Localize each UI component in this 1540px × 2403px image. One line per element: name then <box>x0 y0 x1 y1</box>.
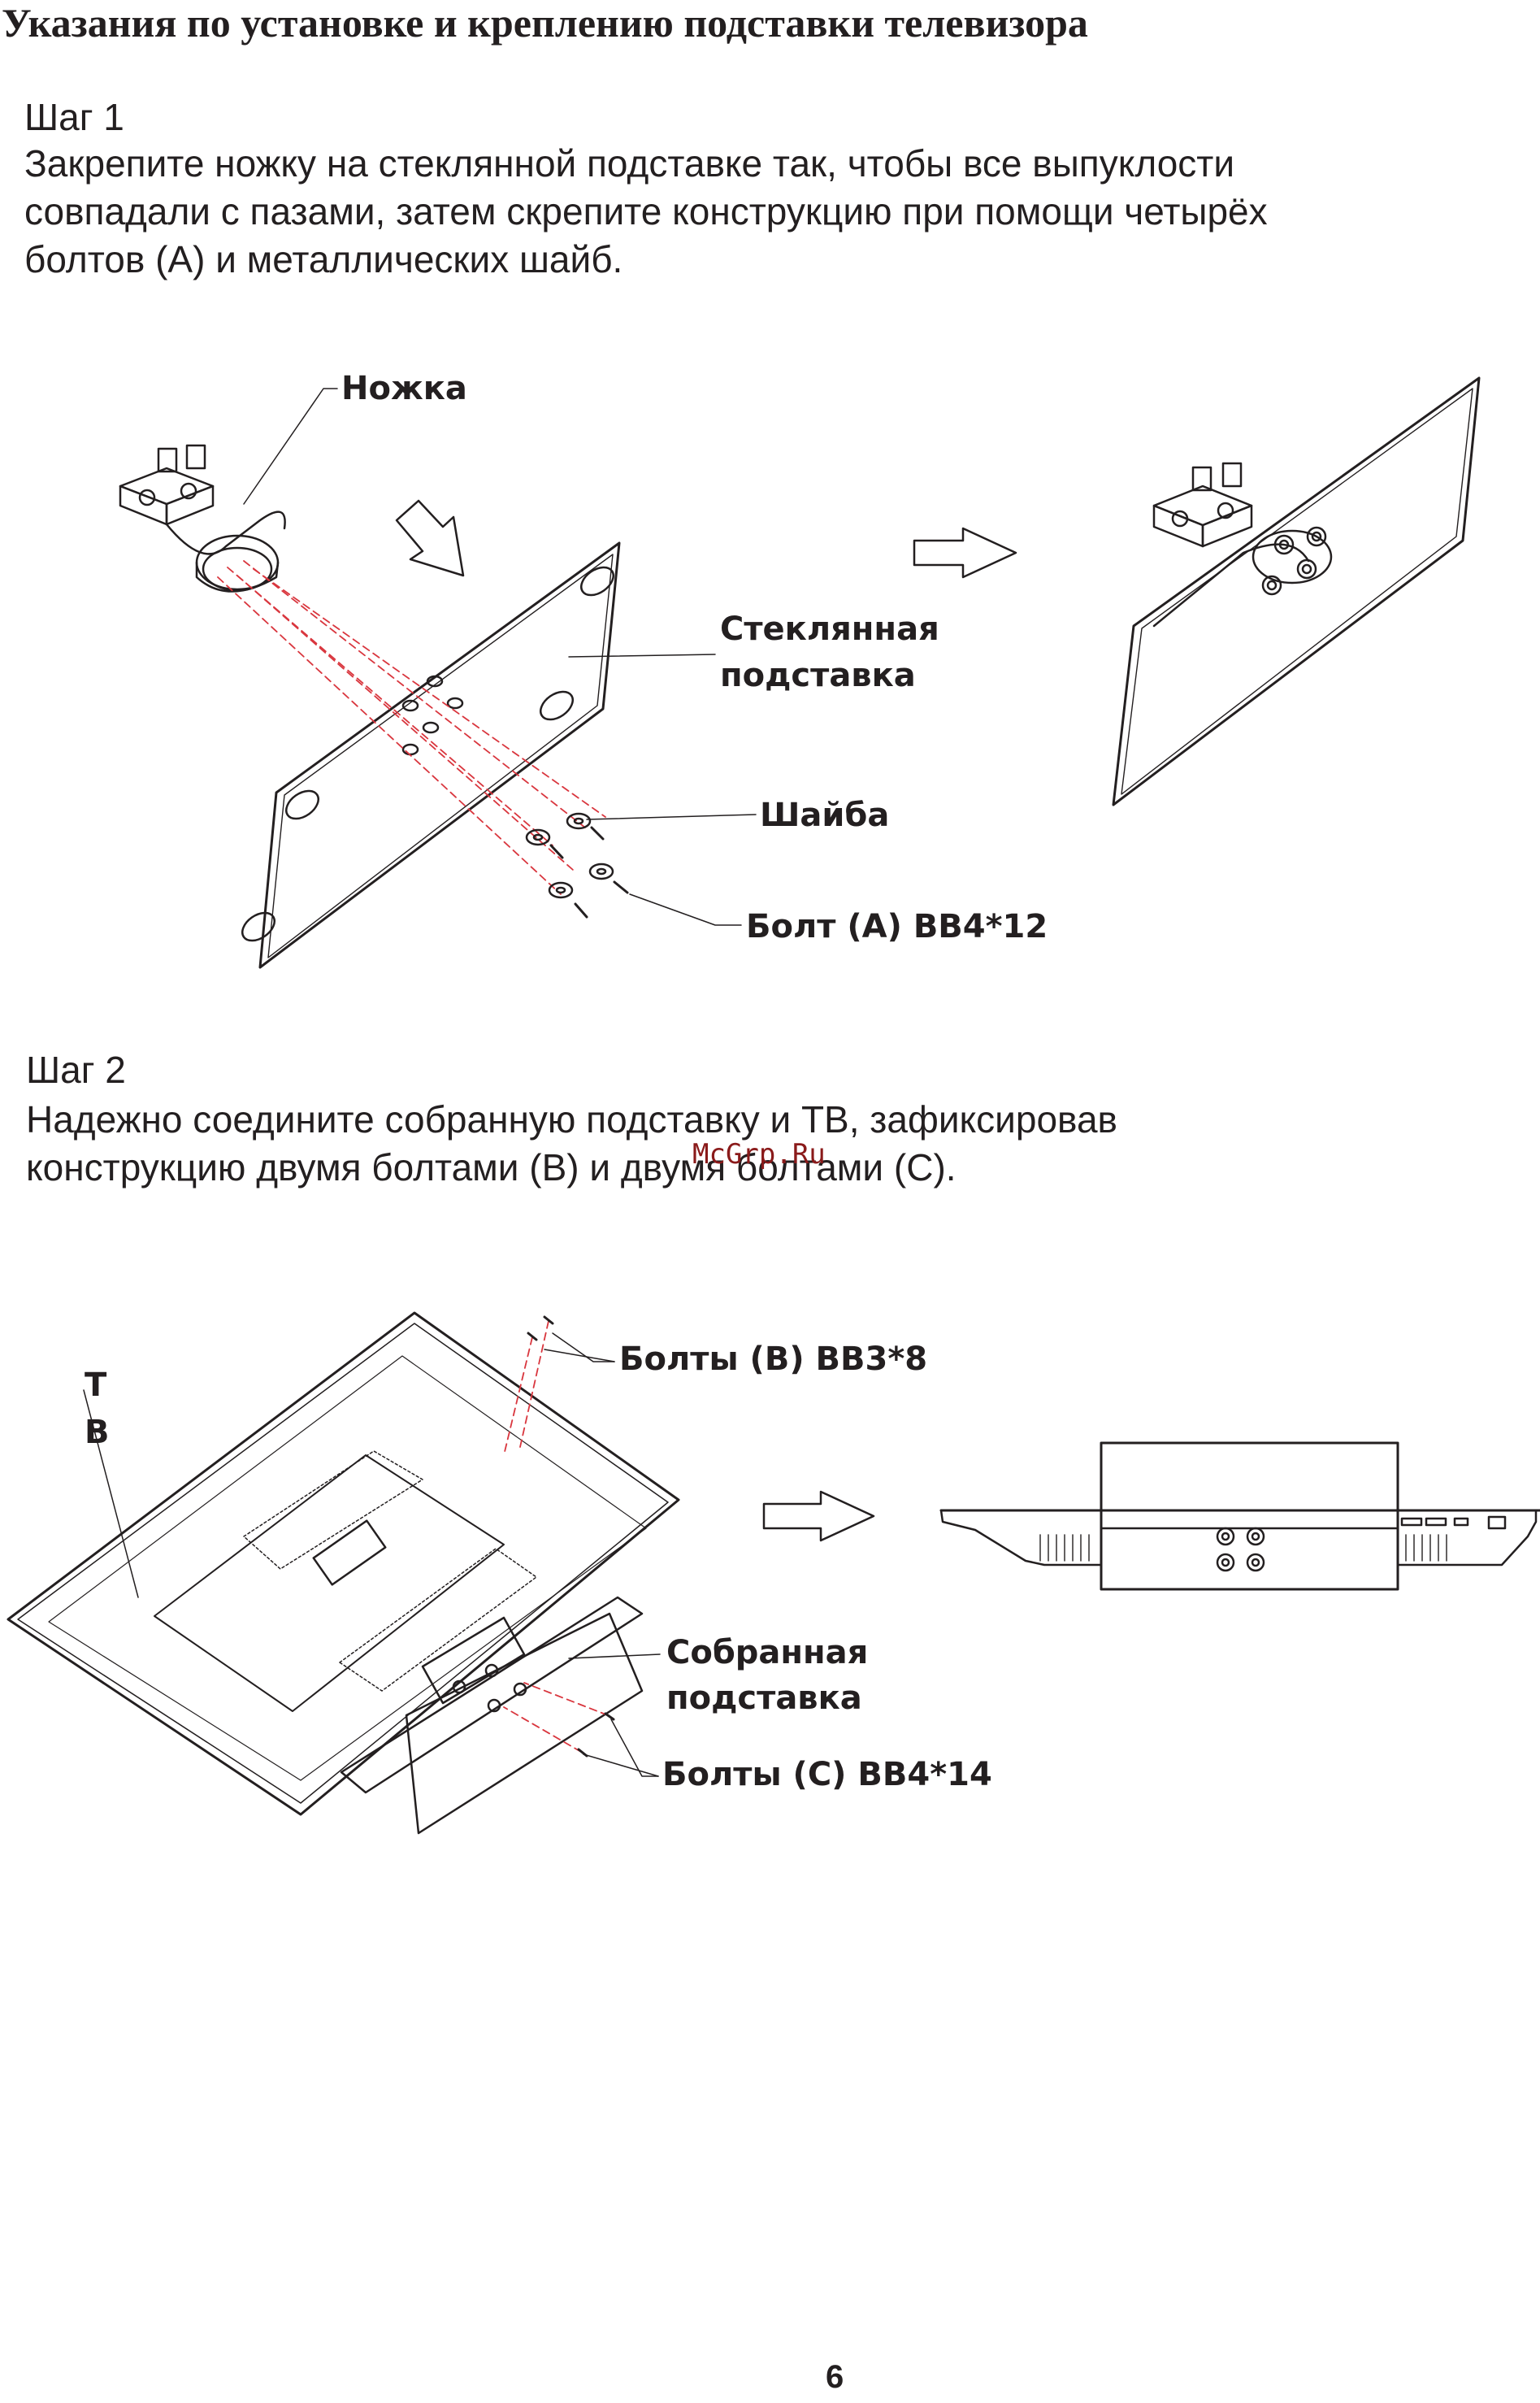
callout-bolt-a: Болт (A) BB4*12 <box>746 908 1048 945</box>
page-title: Указания по установке и креплению подста… <box>2 0 1088 46</box>
arrow-right-icon-step2 <box>762 1490 875 1542</box>
step1-heading: Шаг 1 <box>24 96 124 138</box>
bolt-guides-step2 <box>503 1320 609 1753</box>
callout-washer: Шайба <box>760 797 890 834</box>
step1-line-1: Закрепите ножку на стеклянной подставке … <box>24 142 1235 185</box>
alignment-lines <box>217 560 606 895</box>
callout-leg: Ножка <box>341 370 467 407</box>
step2-line-2: конструкцию двумя болтами (В) и двумя бо… <box>26 1146 957 1188</box>
callout-bolts-c: Болты (С) BB4*14 <box>662 1756 992 1793</box>
washers-icon <box>525 812 614 899</box>
stand-leg-icon <box>119 444 286 593</box>
callout-tv-1: Т <box>85 1367 107 1404</box>
callout-tv-2: В <box>85 1414 110 1451</box>
step1-line-3: болтов (А) и металлических шайб. <box>24 238 623 280</box>
leader-lines-step1 <box>243 388 757 926</box>
step2-heading: Шаг 2 <box>26 1049 126 1091</box>
callout-glass-stand-1: Стеклянная <box>720 611 939 648</box>
assembled-glass-stand-icon <box>1112 376 1481 806</box>
callout-glass-stand-2: подставка <box>720 657 916 694</box>
arrow-down-right-icon <box>395 499 465 577</box>
tv-back-icon <box>7 1311 680 1816</box>
assembled-stand-attached-icon <box>405 1612 644 1835</box>
page-number: 6 <box>826 2359 844 2395</box>
glass-stand-plate-icon <box>241 541 621 969</box>
bolts-b-icon <box>527 1315 554 1341</box>
leader-lines-step2 <box>83 1332 661 1777</box>
step1-line-2: совпадали с пазами, затем скрепите конст… <box>24 190 1268 232</box>
callout-assembled-1: Собранная <box>666 1634 869 1671</box>
arrow-right-icon <box>913 527 1017 579</box>
bolts-a-icon <box>549 826 629 919</box>
tv-side-view-icon <box>939 1441 1540 1591</box>
callout-assembled-2: подставка <box>666 1679 862 1717</box>
callout-bolts-b: Болты (В) BB3*8 <box>619 1341 928 1378</box>
step2-line-1: Надежно соедините собранную подставку и … <box>26 1098 1117 1141</box>
watermark: McGrp.Ru <box>692 1138 826 1171</box>
